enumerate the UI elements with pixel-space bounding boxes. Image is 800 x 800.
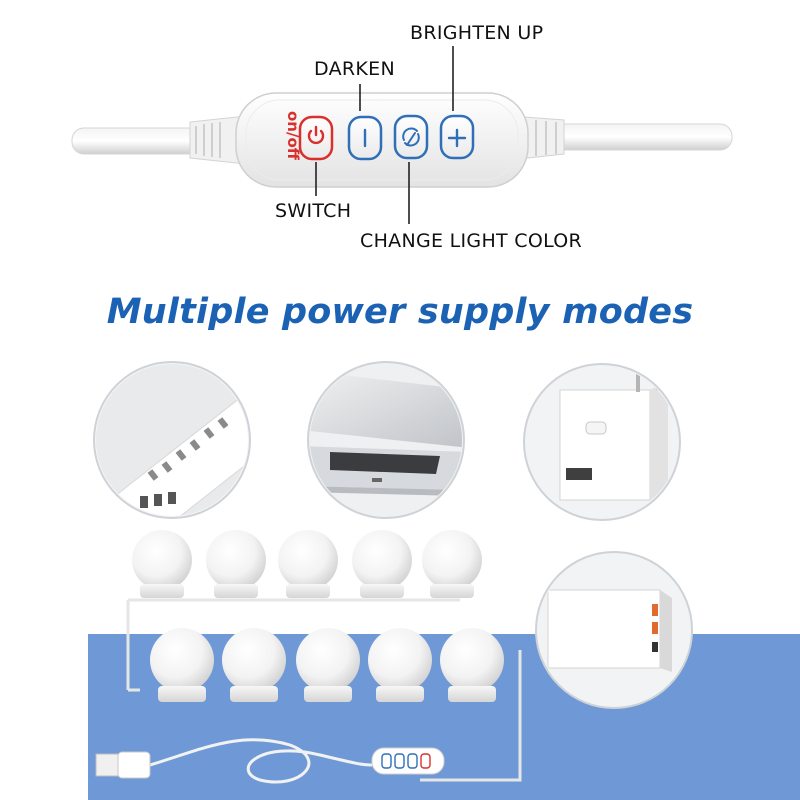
wire xyxy=(126,598,522,782)
bulb-row-bottom xyxy=(150,628,504,702)
bulb xyxy=(206,530,266,598)
power-button[interactable] xyxy=(298,115,334,161)
wall-adapter-circle xyxy=(523,363,681,521)
callout-darken: DARKEN xyxy=(314,58,395,80)
bulb xyxy=(132,530,192,598)
plus-icon xyxy=(447,128,467,148)
bulb xyxy=(440,628,504,702)
laptop-circle xyxy=(307,361,465,519)
power-icon xyxy=(307,125,325,145)
bulb xyxy=(352,530,412,598)
onoff-label: on/off xyxy=(284,111,302,161)
usb-cable xyxy=(149,738,373,784)
mini-controller xyxy=(371,747,445,775)
callout-color: CHANGE LIGHT COLOR xyxy=(360,230,583,252)
color-button[interactable] xyxy=(393,114,429,160)
power-modes-illustration xyxy=(88,361,800,800)
bulb-row-top xyxy=(132,530,482,598)
controller-illustration: on/off xyxy=(71,46,733,224)
bulb xyxy=(296,628,360,702)
bulb xyxy=(422,530,482,598)
power-bank-circle xyxy=(535,551,693,709)
callout-brighten: BRIGHTEN UP xyxy=(410,22,544,44)
callout-switch: SWITCH xyxy=(275,200,352,222)
bulb xyxy=(150,628,214,702)
bulb xyxy=(222,628,286,702)
bulb xyxy=(278,530,338,598)
usb-plug xyxy=(95,751,151,779)
bulb xyxy=(368,628,432,702)
page-title: Multiple power supply modes xyxy=(106,292,694,332)
power-strip-circle xyxy=(93,361,251,519)
color-cycle-icon xyxy=(402,127,420,147)
